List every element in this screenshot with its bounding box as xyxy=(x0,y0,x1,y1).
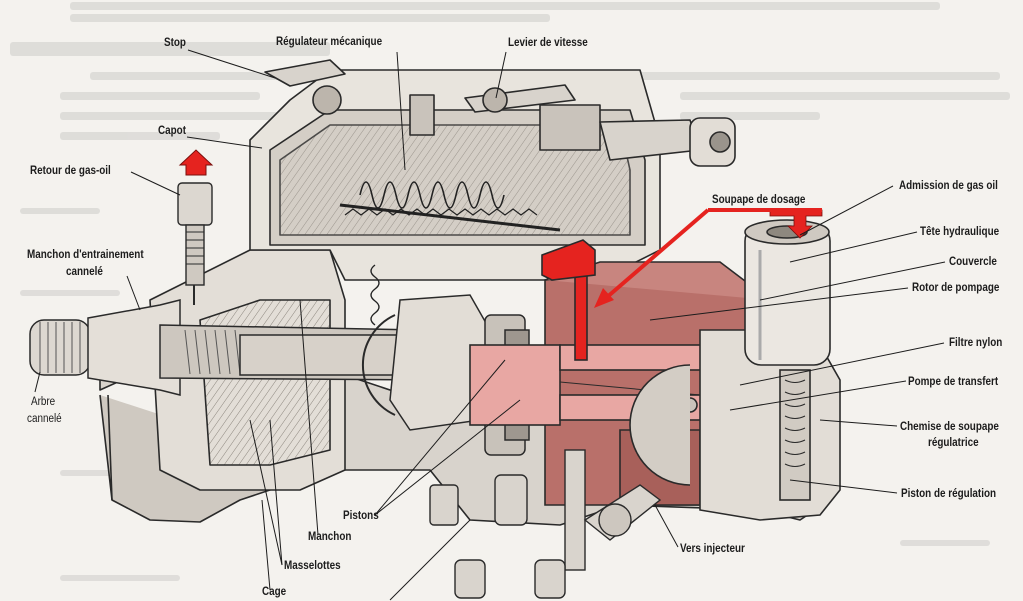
label-retour-gas-oil: Retour de gas-oil xyxy=(30,165,111,177)
label-chemise-de-soupape: Chemise de soupape xyxy=(900,421,999,433)
outlet-fittings xyxy=(429,449,662,599)
label-chemise-de-soupape-line2: régulatrice xyxy=(928,437,979,449)
label-regulateur-mecanique: Régulateur mécanique xyxy=(276,36,383,48)
label-pompe-de-transfert: Pompe de transfert xyxy=(908,376,999,388)
label-stop: Stop xyxy=(164,37,186,49)
drive-shaft xyxy=(29,294,530,456)
label-rotor-de-pompage: Rotor de pompage xyxy=(912,282,1000,294)
label-piston-de-regulation: Piston de régulation xyxy=(901,488,997,500)
label-capot: Capot xyxy=(158,125,187,137)
return-fitting xyxy=(177,182,213,305)
label-manchon: Manchon xyxy=(308,531,352,543)
metering-valve-pointer xyxy=(604,208,822,300)
label-vers-injecteur: Vers injecteur xyxy=(680,543,745,555)
label-tete-hydraulique: Tête hydraulique xyxy=(920,226,1000,238)
return-flow-arrow xyxy=(178,149,214,176)
label-couvercle: Couvercle xyxy=(949,256,997,268)
label-manchon-entrainement-line2: cannelé xyxy=(66,266,103,278)
label-admission-gas-oil: Admission de gas oil xyxy=(899,180,998,192)
governor-spring xyxy=(339,181,561,326)
label-pistons: Pistons xyxy=(343,510,379,522)
label-arbre: Arbre xyxy=(31,396,56,408)
label-arbre-line2: cannelé xyxy=(27,413,62,425)
leader-lines xyxy=(34,49,946,601)
label-cage: Cage xyxy=(262,586,287,598)
label-filtre-nylon: Filtre nylon xyxy=(949,337,1003,349)
label-manchon-entrainement: Manchon d'entrainement xyxy=(27,249,144,261)
label-soupape-de-dosage: Soupape de dosage xyxy=(712,194,806,206)
label-masselottes: Masselottes xyxy=(284,560,341,572)
label-levier-de-vitesse: Levier de vitesse xyxy=(508,37,588,49)
metering-valve-arrowhead xyxy=(594,288,614,308)
